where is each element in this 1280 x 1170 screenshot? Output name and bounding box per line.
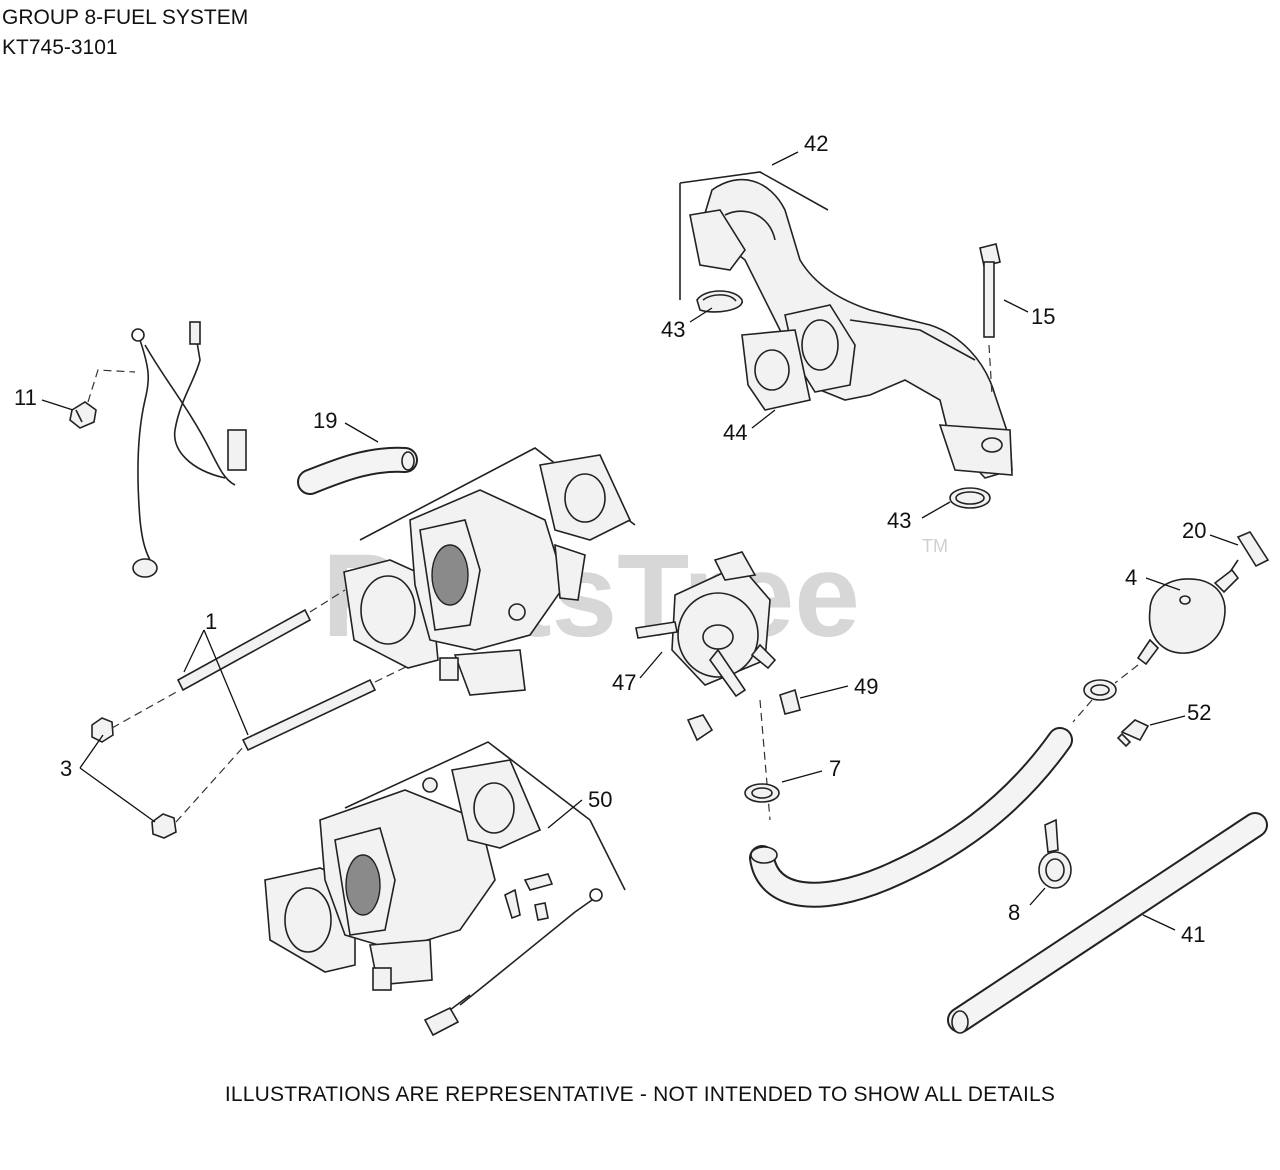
part-gasket-ring-upper[interactable] — [696, 290, 743, 313]
part-fuel-filter[interactable] — [1136, 568, 1240, 666]
callout-4: 4 — [1125, 565, 1137, 590]
part-manifold-bolt[interactable] — [979, 243, 1001, 396]
part-wire-harness[interactable] — [87, 321, 247, 578]
part-intake-gasket[interactable] — [741, 329, 811, 411]
part-fuel-fitting[interactable] — [1116, 719, 1150, 748]
callout-numbers: 42 43 15 44 43 11 19 20 4 1 47 49 52 3 7… — [14, 131, 1211, 947]
part-mounting-studs[interactable] — [176, 589, 411, 752]
callout-43-lower: 43 — [887, 508, 911, 533]
callout-20: 20 — [1182, 518, 1206, 543]
callout-43-upper: 43 — [661, 317, 685, 342]
callout-47: 47 — [612, 670, 636, 695]
callout-11: 11 — [14, 385, 37, 410]
model-number: KT745-3101 — [2, 36, 118, 59]
callout-15: 15 — [1031, 304, 1055, 329]
part-fuel-line-short[interactable] — [1229, 531, 1270, 573]
part-fuel-hose[interactable] — [749, 727, 1073, 908]
callout-50: 50 — [588, 787, 612, 812]
callout-19: 19 — [313, 408, 337, 433]
part-mounting-nuts[interactable] — [91, 689, 246, 839]
callout-41: 41 — [1181, 922, 1205, 947]
callout-42: 42 — [804, 131, 828, 156]
watermark-trademark: TM — [922, 536, 948, 556]
part-fuel-pump[interactable] — [635, 551, 801, 742]
callout-7: 7 — [829, 756, 841, 781]
part-vent-hose[interactable] — [297, 446, 418, 495]
callout-44: 44 — [723, 420, 747, 445]
part-carburetor-assembly-upper[interactable] — [343, 447, 636, 696]
part-hose-clamp[interactable] — [744, 699, 780, 821]
part-ground-screw[interactable] — [69, 401, 97, 429]
part-fuel-line-clamp[interactable] — [1072, 664, 1139, 723]
callout-8: 8 — [1008, 900, 1020, 925]
part-hose-clip[interactable] — [1038, 818, 1072, 889]
part-carburetor-kit[interactable] — [264, 741, 626, 1037]
callout-leaders — [41, 151, 1239, 931]
callout-49: 49 — [854, 674, 878, 699]
part-gasket-ring-lower[interactable] — [949, 487, 991, 509]
diagram-title: GROUP 8-FUEL SYSTEM — [2, 6, 249, 29]
callout-3: 3 — [60, 756, 72, 781]
part-fuel-line-long[interactable] — [947, 812, 1268, 1034]
callout-1: 1 — [205, 609, 217, 634]
callout-52: 52 — [1187, 700, 1211, 725]
disclaimer-text: ILLUSTRATIONS ARE REPRESENTATIVE - NOT I… — [224, 1083, 1056, 1106]
